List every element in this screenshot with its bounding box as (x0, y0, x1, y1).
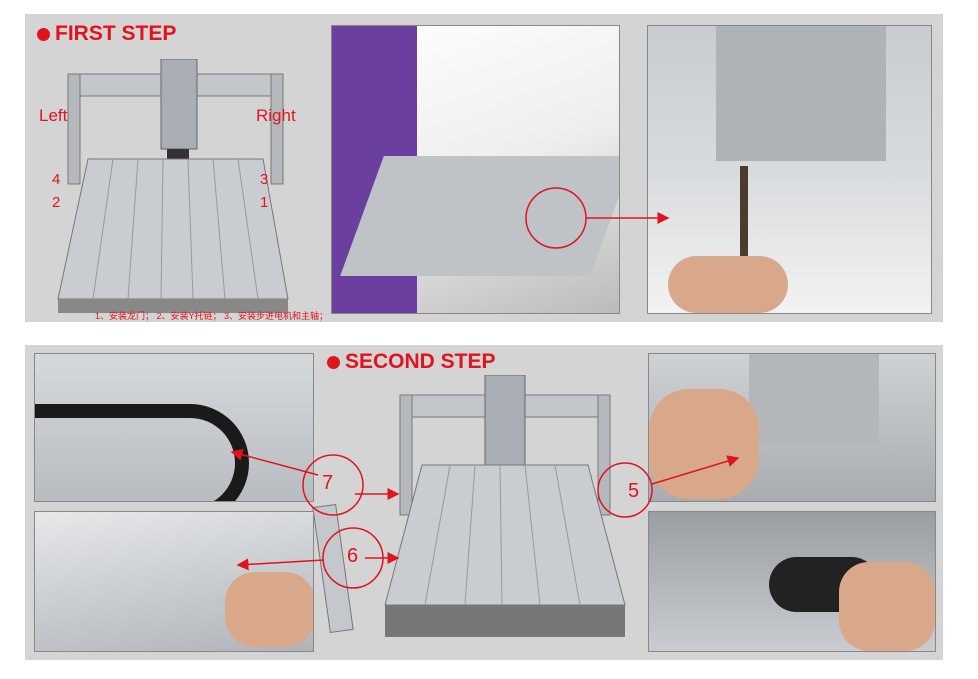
cnc-frame-diagram (57, 59, 289, 313)
photo-rail-bracket (34, 511, 314, 652)
hex-key (740, 166, 748, 266)
bullet-icon (327, 355, 340, 369)
assembly-caption: 1、安装龙门； 2、安装Y托链； 3、安装步进电机和主轴； (95, 311, 329, 321)
marker-7: 7 (322, 472, 334, 494)
photo-drag-chain-screw (648, 511, 936, 652)
first-step-title: FIRST STEP (37, 22, 176, 46)
first-step-label: FIRST STEP (55, 22, 177, 45)
right-label: Right (256, 106, 296, 125)
marker-6: 6 (347, 545, 359, 567)
photo-gantry-install (331, 25, 620, 314)
marker-3: 3 (260, 171, 269, 188)
drag-chain (35, 404, 249, 501)
drag-chain-rail (312, 503, 354, 634)
photo-drag-chain-mount (34, 353, 314, 502)
marker-1: 1 (260, 194, 269, 211)
hand (649, 389, 759, 499)
gantry-plate (716, 26, 886, 161)
second-step-label: SECOND STEP (345, 350, 496, 373)
hand (668, 256, 788, 313)
photo-hex-key-detail (647, 25, 932, 314)
marker-2: 2 (52, 194, 61, 211)
hand (225, 572, 313, 647)
gantry-plate (749, 354, 879, 444)
marker-4: 4 (52, 171, 61, 188)
left-label: Left (39, 106, 68, 125)
photo-stepper-screws (648, 353, 936, 502)
marker-5: 5 (628, 480, 640, 502)
cnc-frame-diagram-2 (384, 375, 626, 637)
hand (839, 562, 935, 651)
second-step-title: SECOND STEP (327, 350, 496, 374)
bullet-icon (37, 27, 50, 41)
machine-bed (340, 156, 619, 276)
